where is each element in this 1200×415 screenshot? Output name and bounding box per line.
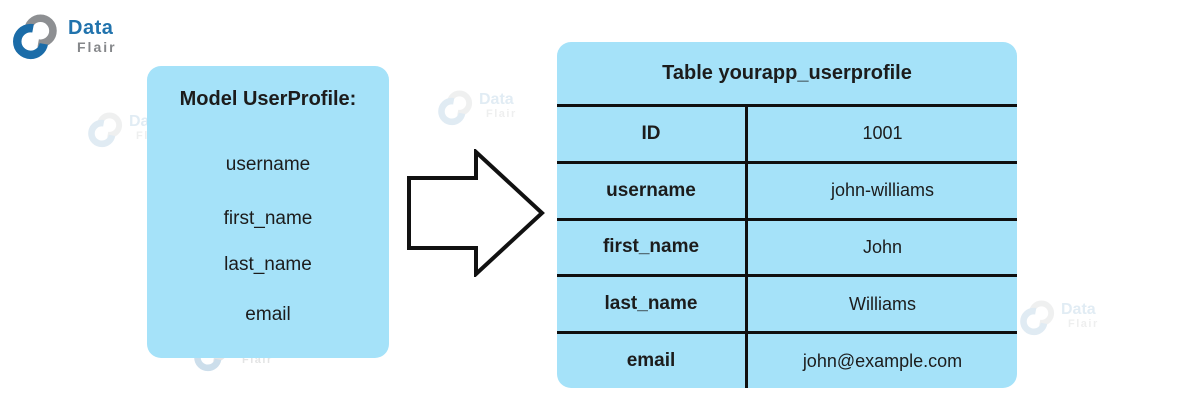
table-title: Table yourapp_userprofile (662, 61, 912, 84)
watermark-title: Data (1061, 301, 1096, 318)
yourapp-userprofile-table: Table yourapp_userprofile ID 1001 userna… (557, 42, 1017, 388)
table-row: last_name Williams (557, 274, 1017, 332)
table-value-cell: john@example.com (745, 334, 1017, 388)
watermark-logo-icon (438, 88, 474, 128)
table-field-cell: email (626, 350, 676, 372)
watermark-subtitle: Flair (1068, 318, 1099, 330)
logo-subtitle: Flair (77, 39, 117, 55)
watermark-title: Data (479, 91, 514, 108)
table-value-cell: 1001 (745, 107, 1017, 161)
dataflair-logo-text: Data Flair (68, 18, 117, 54)
model-box-title: Model UserProfile: (179, 88, 357, 110)
table-row: ID 1001 (557, 104, 1017, 161)
model-field-last-name: last_name (224, 254, 312, 275)
table-row: first_name John (557, 217, 1017, 275)
model-field-email: email (245, 304, 291, 325)
right-arrow-icon (407, 149, 545, 277)
watermark-logo-icon (88, 110, 124, 150)
table-field-cell: username (606, 179, 696, 201)
table-field-cell: last_name (604, 293, 698, 315)
table-value-cell: John (745, 220, 1017, 275)
logo-title: Data (68, 17, 114, 39)
watermark-logo-icon (1020, 298, 1056, 338)
table-row: email john@example.com (557, 331, 1017, 388)
model-field-username: username (225, 154, 311, 175)
watermark-subtitle: Flair (486, 108, 517, 120)
dataflair-logo: Data Flair (12, 12, 117, 62)
model-field-first-name: first_name (223, 208, 313, 229)
table-field-cell: first_name (602, 236, 700, 258)
model-userprofile-box: Model UserProfile: username first_name l… (147, 66, 389, 358)
table-row: username john-williams (557, 160, 1017, 218)
dataflair-logo-icon (12, 12, 60, 62)
table-value-cell: Williams (745, 277, 1017, 332)
table-value-cell: john-williams (745, 163, 1017, 218)
table-field-cell: ID (641, 122, 661, 144)
